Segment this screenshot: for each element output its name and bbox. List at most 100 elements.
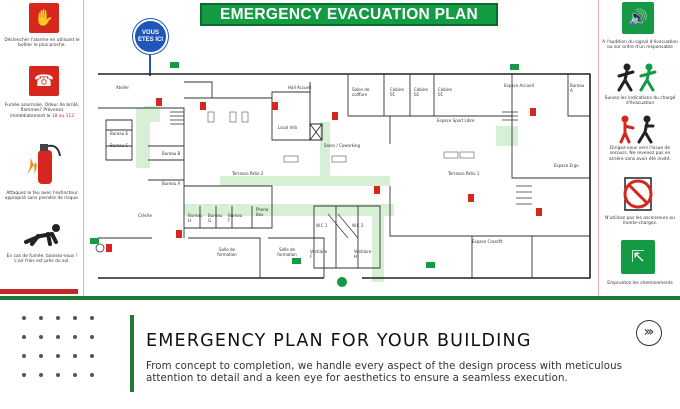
poster-title: EMERGENCY EVACUATION PLAN (200, 3, 498, 26)
exit-sign (292, 258, 301, 264)
next-button[interactable]: ››› (636, 320, 662, 346)
you-are-here-marker: VOUS ETES ICI (133, 19, 168, 54)
banner-heading: EMERGENCY PLAN FOR YOUR BUILDING (146, 331, 532, 351)
extinguisher-marker (536, 208, 542, 216)
exit-sign (90, 238, 99, 244)
next-chevron-icon: ››› (643, 324, 655, 340)
decor-dot (56, 354, 60, 358)
room-espace-sport: Espace Sport Libre (437, 118, 475, 123)
extinguisher-marker (106, 244, 112, 252)
room-terrasse-2: Terrasse Patio 2 (232, 171, 264, 176)
extinguisher-marker (332, 112, 338, 120)
you-are-here-pin (149, 54, 151, 76)
room-wc-1: W.C 1 (316, 223, 328, 228)
decor-dot (56, 316, 60, 320)
decor-dot (22, 373, 26, 377)
room-vestiaire-h: Vestiaire H (354, 249, 372, 259)
decor-dot (73, 354, 77, 358)
poster-corner-strip (0, 289, 78, 294)
instruction-alarm: Déclencher l'alarme en utilisant le boît… (4, 38, 80, 49)
section-divider (0, 296, 680, 300)
instruction-no-elevator: N'utilisez pas les ascenseurs ou monte-c… (605, 216, 675, 227)
room-cabine-2: Cabine 02 (414, 87, 428, 97)
room-salon-coiffure: Salon de coiffure (352, 87, 370, 97)
runner-icon (615, 62, 663, 92)
room-bureau-c: Bureau C (110, 143, 129, 148)
extinguisher-marker (272, 102, 278, 110)
decor-dot (22, 316, 26, 320)
decor-dot (22, 335, 26, 339)
room-espace-accueil: Espace Accueil (504, 83, 534, 88)
room-bureau-e: Bureau E (110, 131, 129, 136)
decor-dot (39, 316, 43, 320)
decor-dot (22, 354, 26, 358)
room-vestiaire-f: Vestiaire F (310, 249, 328, 259)
speaker-icon: 🔊 (622, 2, 654, 34)
instruction-signal: A l'audition du signal d'évacuation ou s… (602, 40, 678, 51)
extinguisher-marker (156, 98, 162, 106)
room-bureau-g: Bureau G (208, 213, 223, 223)
dot-grid-decoration (22, 316, 112, 396)
alarm-icon: ✋ (29, 3, 59, 33)
exit-sign (170, 62, 179, 68)
evacuation-poster: ✋ Déclencher l'alarme en utilisant le bo… (0, 0, 680, 297)
room-phone-box: Phone Box (256, 207, 269, 217)
extinguisher-marker (374, 186, 380, 194)
room-salle-formation-2: Salle de formation (277, 247, 297, 257)
room-wc-2: W.C 2 (352, 223, 364, 228)
decor-dot (90, 335, 94, 339)
room-terrasse-1: Terrasse Patio 1 (448, 171, 480, 176)
extinguisher-marker (468, 194, 474, 202)
decor-dot (39, 354, 43, 358)
room-bureau-a: Bureau A (570, 83, 585, 93)
room-atelier: Atelier (116, 85, 130, 90)
decor-dot (39, 373, 43, 377)
decor-dot (56, 373, 60, 377)
room-cabine-1: Cabine 01 (390, 87, 404, 97)
decor-dot (56, 335, 60, 339)
crawl-icon (20, 220, 64, 248)
room-bureau-b: Bureau B (162, 151, 181, 156)
exit-sign (510, 64, 519, 70)
decor-dot (90, 373, 94, 377)
phone-fire-icon: ☎ (29, 66, 59, 96)
service-banner: EMERGENCY PLAN FOR YOUR BUILDING From co… (0, 300, 680, 409)
assembly-icon: ⇱ (621, 240, 655, 274)
floor-plan-drawing (95, 73, 591, 287)
room-hall: Hall Accueil (288, 85, 312, 90)
follow-icon (613, 114, 665, 144)
instruction-extinguish: Attaquez le feu avec l'extincteur approp… (4, 191, 80, 202)
extinguisher-marker (176, 230, 182, 238)
decor-dot (73, 373, 77, 377)
decor-dot (90, 354, 94, 358)
room-cabine-3: Cabine 01 (438, 87, 452, 97)
emergency-numbers: 18 ou 112 (51, 113, 75, 119)
decor-dot (90, 316, 94, 320)
exit-sign (426, 262, 435, 268)
no-elevator-icon (619, 176, 657, 212)
left-instructions-column: ✋ Déclencher l'alarme en utilisant le bo… (0, 0, 84, 297)
room-salle-formation-1: Salle de formation (217, 247, 237, 257)
extinguisher-marker (530, 108, 536, 116)
banner-description: From concept to completion, we handle ev… (146, 361, 623, 385)
room-bureau-a2: Bureau A (162, 181, 181, 186)
instruction-exit: Dirigez-vous vers l'issue de secours. Ne… (609, 146, 671, 162)
room-espace-ergo: Espace Ergo (554, 163, 579, 168)
extinguisher-icon (22, 136, 66, 188)
instruction-smoke-text: Fumée anormale, Odeur de brûlé, flammes?… (4, 103, 80, 119)
room-bureau-h: Bureau H (188, 213, 203, 223)
decor-dot (73, 335, 77, 339)
instruction-follow: Suivez les indications du chargé d'évacu… (604, 96, 676, 107)
room-espace-crossfit: Espace Crossfit (472, 239, 503, 244)
decor-dot (39, 335, 43, 339)
extinguisher-marker (200, 102, 206, 110)
room-local-info: Local Info (278, 125, 298, 130)
instruction-smoke: Fumée anormale, Odeur de brûlé, flammes?… (4, 103, 80, 119)
instruction-crawl: En cas de fumée, baissez-vous ! L'air fr… (6, 254, 78, 265)
floor-plan: Atelier Hall Accueil Salon de coiffure C… (90, 62, 592, 288)
right-instructions-column: 🔊 A l'audition du signal d'évacuation ou… (598, 0, 680, 297)
instruction-paths: Empruntez les cheminements (607, 281, 673, 286)
room-creche: Crèche (138, 213, 153, 218)
decor-dot (73, 316, 77, 320)
